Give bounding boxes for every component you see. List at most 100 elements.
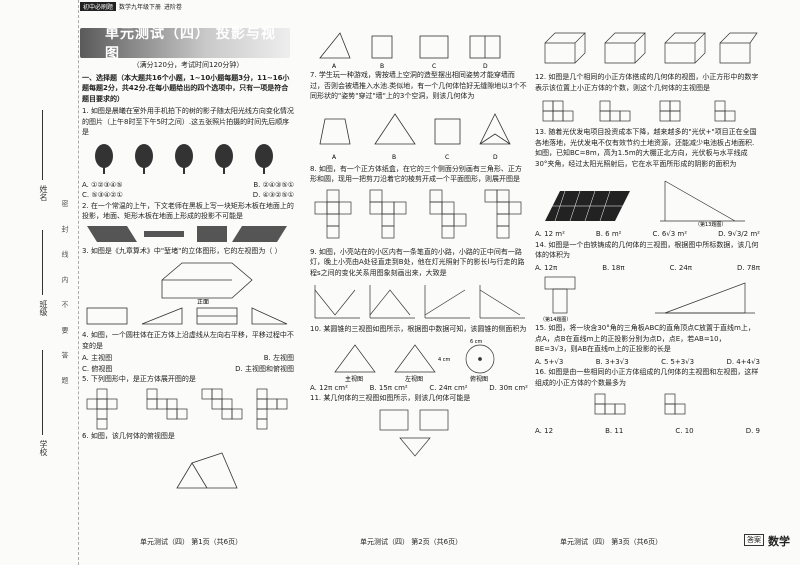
name-label: 姓名 (39, 185, 48, 201)
section-heading: 一、选择题（本大题共16个小题，1~10小题每题3分，11~16小题每题2分，共… (82, 73, 290, 103)
q5-nets-figure (86, 388, 288, 429)
footer-page-2: 单元测试（四） 第2页（共6页） (360, 538, 463, 546)
q1-option-b[interactable]: B. ②④③⑤① (253, 180, 294, 189)
q4-option-a[interactable]: A. 主视图 (82, 354, 113, 362)
q16-option-a[interactable]: A. 12 (535, 427, 554, 435)
q15-option-d[interactable]: D. 4+4√3 (726, 357, 760, 366)
q4-options: A. 主视图 B. 左视图 (82, 353, 294, 364)
brand: 初中必刷题 (80, 2, 117, 11)
page-title: 单元测试（四） 投影与视图 (105, 26, 276, 62)
fig14-label: （第14题图） (540, 316, 571, 323)
q11-option-solids (544, 32, 758, 64)
header: 初中必刷题 数学九年级下册 进阶卷 (80, 2, 182, 11)
q14-options: A. 12π B. 18π C. 24π D. 78π (535, 263, 760, 274)
q1-options: A. ①②③④⑤ B. ②④③⑤① (82, 180, 294, 191)
question-4: 4. 如图，一个圆柱体在正方体上沿虚线从左向右平移，平移过程中不变的是 (82, 331, 294, 350)
question-12: 12. 如图是几个相同的小正方体搭成的几何体的视图，小正方形中的数字表示该位置上… (535, 73, 759, 92)
q10-options: A. 12π cm² B. 15π cm² C. 24π cm² D. 30π … (310, 383, 528, 394)
svg-text:D: D (493, 154, 498, 161)
q4-option-b[interactable]: B. 左视图 (263, 354, 294, 362)
question-13: 13. 随着光伏发电项目投资成本下降，越来越多的"光伏+"项目正在全国各地落地，… (535, 128, 757, 168)
q15-option-b[interactable]: B. 3+3√3 (595, 357, 629, 366)
question-2: 2. 在一个常温的上午，下文老师在黑板上写一块矩形木板在地面上的投影，地面、矩形… (82, 201, 294, 221)
q15-option-a[interactable]: A. 5+√3 (535, 357, 564, 366)
question-9: 9. 如图，小亮站在的小区内有一条笔直的小路，小路的正中间有一路灯，晚上小亮由A… (310, 247, 525, 277)
svg-text:C: C (445, 154, 449, 161)
footer-page-1: 单元测试（四） 第1页（共6页） (140, 538, 243, 546)
question-5: 5. 下列图形中，是正方体展开图的是 (82, 375, 196, 383)
dim-6cm: 6 cm (470, 339, 483, 345)
q6-solid-figure (176, 452, 238, 489)
question-8: 8. 如图，有一个正方体纸盒，在它的三个侧面分别画有三角形、正方形和圆，现用一把… (310, 164, 522, 184)
q14-option-a[interactable]: A. 12π (535, 263, 558, 272)
q14-option-d[interactable]: D. 78π (737, 263, 760, 272)
class-label: 班级 (39, 300, 48, 316)
q13-option-a[interactable]: A. 12 m² (535, 230, 565, 238)
q3-option-shapes (86, 307, 288, 325)
exam-info: （满分120分，考试时间120分钟） (132, 61, 244, 69)
main-view-label: 主视图 (345, 375, 363, 383)
question-16: 16. 如图是由一些相同的小正方体组成的几何体的主视图和左视图，这样组成的小正方… (535, 368, 759, 387)
q14-option-c[interactable]: C. 24π (669, 263, 693, 272)
q13-option-d[interactable]: D. 9√3/2 m² (718, 230, 760, 238)
q16-option-d[interactable]: D. 9 (745, 427, 760, 435)
q15-options: A. 5+√3 B. 3+3√3 C. 5+3√3 D. 4+4√3 (535, 357, 760, 368)
subject-label: 数学 (768, 535, 790, 548)
q13-solar-figure: （第13题图） (545, 180, 745, 228)
q1-options-2: C. ⑤③④②① D. ④③②⑤① (82, 190, 294, 201)
left-view-label: 左视图 (405, 375, 423, 383)
q6-option-shapes: A B C D (319, 32, 501, 70)
school-line (42, 350, 43, 435)
school-label: 学校 (39, 440, 48, 456)
q1-option-d[interactable]: D. ④③②⑤① (252, 191, 294, 199)
question-14: 14. 如图是一个由铁铸成的几何体的三视图，根据图中所标数据，该几何体的体积为 (535, 240, 759, 260)
q15-option-c[interactable]: C. 5+3√3 (661, 357, 695, 366)
question-10: 10. 某圆锥的三视图如图所示，根据图中数据可知，该圆锥的侧面积为 (310, 325, 527, 333)
question-7: 7. 学生玩一种游戏，需按墙上空洞的造型摆出相同姿势才能穿墙而过，否则会被墙推入… (310, 71, 527, 100)
svg-text:D: D (483, 63, 488, 70)
q4-options-2: C. 俯视图 D. 主视图和俯视图 (82, 364, 294, 375)
name-line (42, 110, 43, 180)
q13-option-b[interactable]: B. 6 m² (595, 230, 622, 238)
q1-option-c[interactable]: C. ⑤③④②① (82, 191, 123, 199)
q12-option-views (542, 100, 736, 122)
q10-option-a[interactable]: A. 12π cm² (310, 383, 348, 392)
column-3: 12. 如图是几个相同的小正方体搭成的几何体的视图，小正方形中的数字表示该位置上… (535, 28, 760, 437)
q13-option-c[interactable]: C. 6√3 m² (652, 230, 688, 238)
question-6: 6. 如图，该几何体的俯视图是 (82, 431, 175, 440)
question-11: 11. 某几何体的三视图如图所示，则该几何体可能是 (310, 394, 471, 402)
fig13-label: （第13题图） (695, 221, 726, 228)
q10-option-b[interactable]: B. 15π cm² (369, 383, 408, 392)
q16-option-c[interactable]: C. 10 (675, 427, 694, 435)
svg-text:B: B (380, 63, 384, 70)
q4-option-c[interactable]: C. 俯视图 (82, 364, 113, 373)
seal-line-text: 密 封 线 内 不 要 答 题 (61, 200, 69, 392)
q16-options: A. 12 B. 11 C. 10 D. 9 (535, 426, 760, 437)
q14-option-b[interactable]: B. 18π (602, 263, 625, 272)
q16-option-b[interactable]: B. 11 (605, 427, 624, 435)
top-view-label: 俯视图 (470, 375, 488, 383)
front-label: 正面 (197, 299, 209, 304)
svg-text:B: B (392, 154, 396, 161)
edition: 进阶卷 (164, 4, 183, 11)
q4-option-d[interactable]: D. 主视图和俯视图 (235, 364, 294, 373)
column-2: A B C D 7. 学生玩一种游戏，需按墙上空洞的造型摆出相同姿势才能穿墙而过，否则… (310, 28, 528, 464)
q14-15-figures: （第14题图） (540, 276, 755, 323)
footer-page-3: 单元测试（四） 第3页（共6页） (560, 538, 663, 546)
q2-shadow-options (87, 225, 287, 242)
svg-text:A: A (332, 63, 337, 70)
q10-option-c[interactable]: C. 24π cm² (429, 383, 468, 392)
svg-text:C: C (432, 63, 436, 70)
q3-prism-figure: 正面 (161, 262, 253, 304)
answer-tag: 答案 (744, 534, 764, 546)
q1-option-a[interactable]: A. ①②③④⑤ (82, 180, 123, 189)
question-15: 15. 如图，将一块含30°角的三角板ABC的直角顶点C放置于直线m上，点A，点… (535, 324, 755, 353)
q10-option-d[interactable]: D. 30π cm² (489, 383, 528, 392)
q9-graph-options (314, 285, 525, 319)
unit-banner: 单元测试（四） 投影与视图 (80, 26, 290, 62)
series: 数学九年级下册 (119, 4, 162, 11)
dim-4cm: 4 cm (438, 357, 451, 363)
trees-figure (95, 143, 273, 174)
